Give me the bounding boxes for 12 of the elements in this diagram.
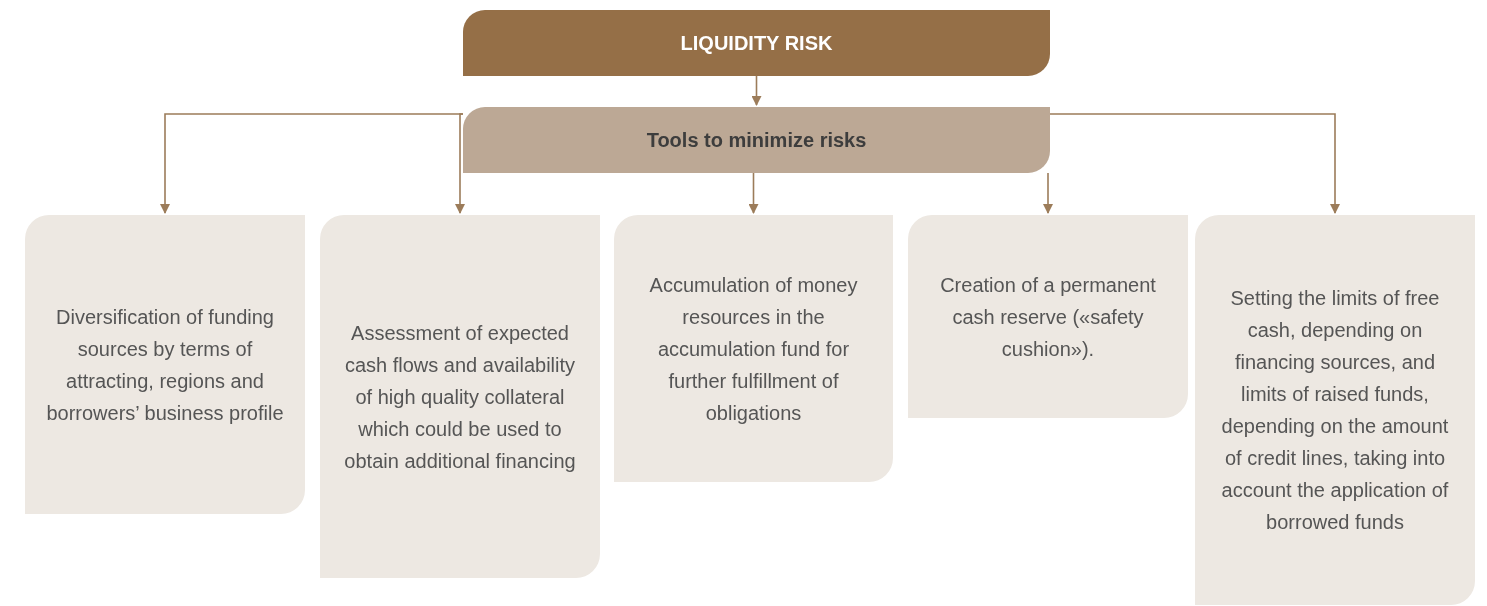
arrow: [455, 113, 465, 214]
subtitle-box: Tools to minimize risks: [463, 107, 1050, 173]
arrow: [748, 172, 759, 214]
arrow: [751, 75, 762, 106]
tool-box: Setting the limits of free cash, depending on financing sources, and limits of raised funds, depending on the amount of credit lines, taking into account the application of borrowed funds: [1195, 215, 1475, 605]
tool-box: Diversification of funding sources by terms of attracting, regions and borrowers’ business profile: [25, 215, 305, 514]
tool-box: Assessment of expected cash flows and availability of high quality collateral which could be used to obtain additional financing: [320, 215, 600, 578]
arrow: [1049, 113, 1340, 214]
arrow: [1043, 172, 1053, 214]
tool-box: Accumulation of money resources in the accumulation fund for further fulfillment of obligations: [614, 215, 893, 482]
tool-box: Creation of a permanent cash reserve («safety cushion»).: [908, 215, 1188, 418]
title-box: LIQUIDITY RISK: [463, 10, 1050, 76]
